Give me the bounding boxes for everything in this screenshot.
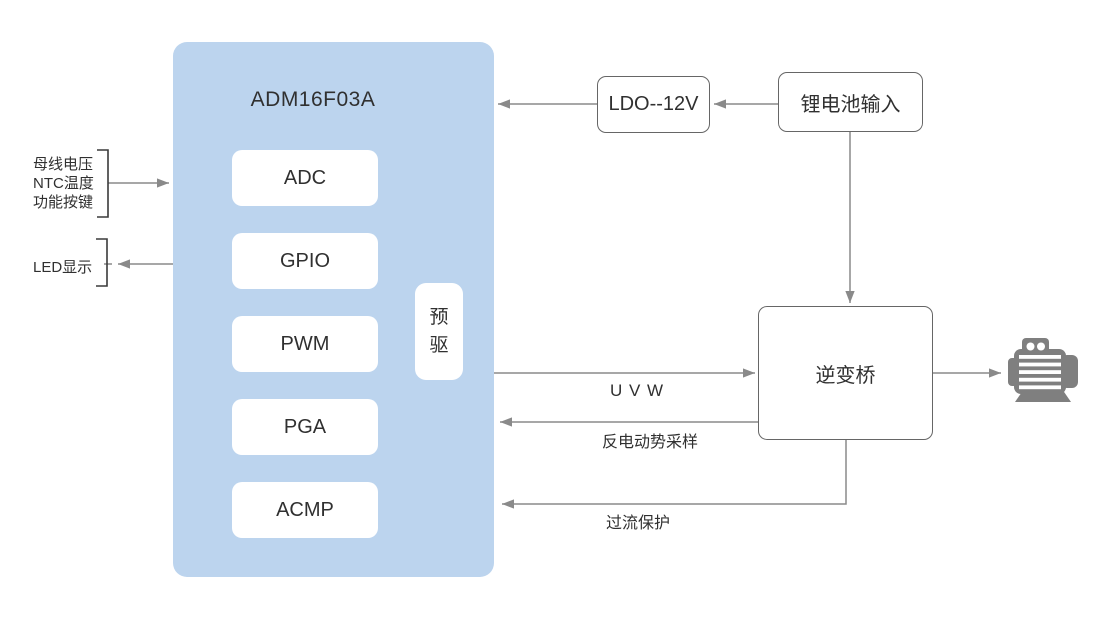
- led-bracket: [96, 238, 108, 287]
- inverter-bridge-block: 逆变桥: [758, 306, 933, 440]
- uvw-signal-label: U V W: [609, 381, 665, 400]
- input-line-ntc-temp: NTC温度: [33, 175, 94, 192]
- input-line-bus-voltage: 母线电压: [33, 156, 94, 173]
- battery-label: 锂电池输入: [800, 93, 901, 116]
- module-pga: PGA: [232, 399, 378, 455]
- back-emf-sampling-label: 反电动势采样: [601, 434, 698, 451]
- ldo-block: LDO--12V: [597, 76, 710, 133]
- battery-input-block: 锂电池输入: [778, 72, 923, 132]
- inputs-bracket: [97, 149, 109, 218]
- ldo-label: LDO--12V: [608, 93, 699, 115]
- module-adc: ADC: [232, 150, 378, 206]
- module-pwm: PWM: [232, 316, 378, 372]
- motor-icon: [1008, 338, 1078, 402]
- overcurrent-protect-label: 过流保护: [605, 515, 670, 532]
- predriver-label: 预驱: [429, 306, 449, 356]
- chip-module-list: ADC GPIO PWM PGA ACMP: [232, 150, 378, 538]
- inverter-label: 逆变桥: [815, 364, 876, 387]
- input-line-func-keys: 功能按键: [33, 194, 94, 211]
- module-predriver: 预驱: [415, 283, 463, 380]
- module-gpio: GPIO: [232, 233, 378, 289]
- module-acmp: ACMP: [232, 482, 378, 538]
- analog-input-group: 母线电压 NTC温度 功能按键: [33, 155, 94, 212]
- chip-title: ADM16F03A: [250, 88, 376, 111]
- led-display-label: LED显示: [33, 259, 93, 276]
- chip-block: ADM16F03A ADC GPIO PWM PGA ACMP 预驱: [173, 42, 494, 577]
